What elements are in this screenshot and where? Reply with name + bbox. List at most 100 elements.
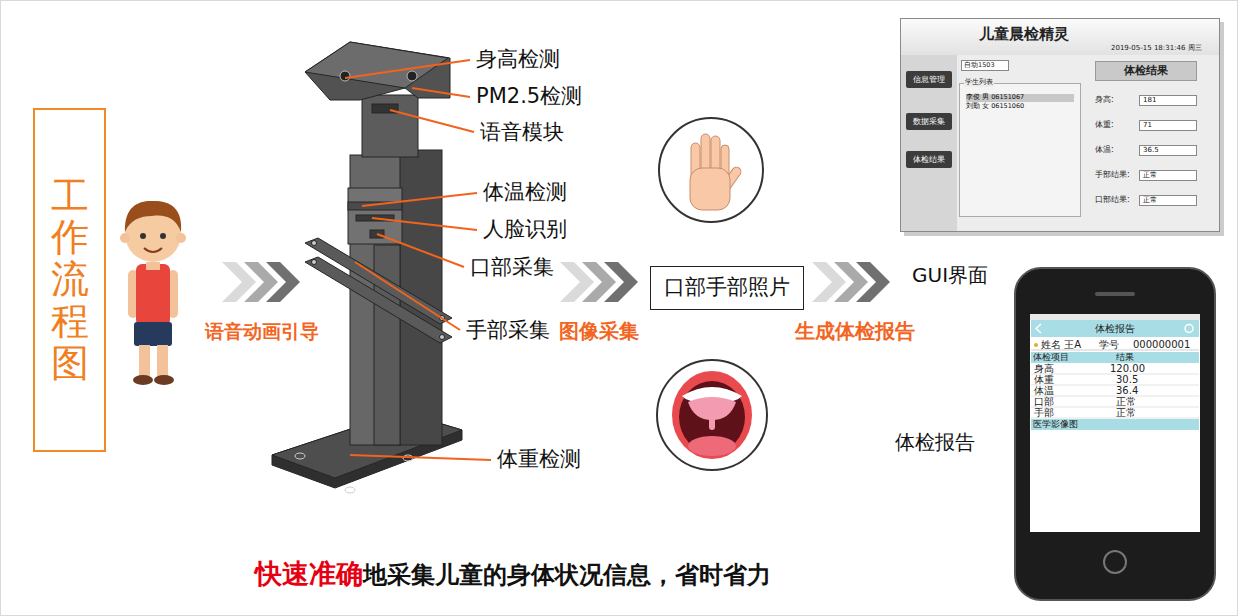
mouth-icon-part <box>657 360 767 470</box>
child-figure-part <box>134 322 172 346</box>
text-label: 正常 <box>1116 396 1136 407</box>
child-figure-part <box>139 345 150 377</box>
device-model-part <box>305 257 452 343</box>
table-header-band: 体检项目结果 <box>1031 352 1199 363</box>
child-figure-part <box>133 375 153 385</box>
text-label: 手部结果: <box>1095 169 1130 180</box>
leader-lines-part <box>362 193 477 206</box>
phone <box>1015 268 1215 600</box>
text-label: 口部采集 <box>470 255 554 280</box>
text-label: 体温: <box>1095 144 1114 155</box>
node-text: 2019-05-15 18:31:46 周三 <box>1111 44 1202 52</box>
flow-chevrons-part <box>604 262 638 302</box>
node-text: 口部手部照片 <box>664 275 790 300</box>
text-label: 语音动画引导 <box>205 320 319 343</box>
text-label: 生成体检报告 <box>795 319 915 343</box>
device-model-part <box>362 95 418 157</box>
student-list: 学生列表李俊 男 06151067刘勤 女 06151060 <box>959 83 1081 217</box>
phone-part <box>1015 268 1215 600</box>
flow-chevrons-part <box>266 262 300 302</box>
text-label: 体温检测 <box>483 180 567 205</box>
photo-box: 口部手部照片 <box>650 266 804 310</box>
menu-button: 体检结果 <box>906 151 952 168</box>
text-label: 语音模块 <box>480 120 564 145</box>
device-model-part <box>295 453 305 459</box>
text-label: 姓名 王A <box>1041 339 1081 350</box>
text-label: 体重: <box>1095 119 1114 130</box>
hand-icon-part <box>659 118 763 222</box>
text-label: 体检报告 <box>895 430 975 454</box>
node-text: 71 <box>1143 121 1152 130</box>
node-text: 信息管理 <box>913 75 945 85</box>
node-text: 学生列表 <box>964 79 994 87</box>
mouth-icon <box>657 360 767 470</box>
node-text: 自动1503 <box>964 61 995 70</box>
device-model-part <box>345 487 355 493</box>
node-text: 体检结果 <box>1124 64 1168 77</box>
text-label: 体重检测 <box>497 447 581 472</box>
menu-button: 信息管理 <box>906 71 952 88</box>
node-text: 结果 <box>1116 352 1134 363</box>
text-label: 口部结果: <box>1095 194 1130 205</box>
node-text: 数据采集 <box>913 117 945 127</box>
node-text: 李俊 男 06151067 <box>966 94 1074 102</box>
device-model <box>272 42 462 493</box>
phone-part <box>1104 551 1126 573</box>
leader-lines-part <box>377 234 464 267</box>
node-text: 体检结果 <box>913 155 945 165</box>
text-label: 身高: <box>1095 94 1114 105</box>
back-icon <box>1036 324 1041 333</box>
value-field: 正常 <box>1139 170 1197 181</box>
report-header-band: 体检报告 <box>1031 320 1199 337</box>
value-field: 71 <box>1139 120 1197 131</box>
leader-lines-part <box>412 88 470 97</box>
child-figure-part <box>146 262 160 270</box>
leader-lines-part <box>355 262 460 330</box>
child-figure-part <box>157 345 168 377</box>
phone-part <box>1030 314 1200 532</box>
text-label: 手部采集 <box>466 318 550 343</box>
child-figure-part <box>160 233 166 239</box>
value-field: 正常 <box>1139 195 1197 206</box>
child-figure-part <box>136 264 170 326</box>
text-label: GUI界面 <box>912 263 988 287</box>
text-label: 人脸识别 <box>483 217 567 242</box>
node-text: 正常 <box>1143 171 1157 180</box>
child-figure-part <box>144 248 162 252</box>
hand-icon-part <box>690 168 730 210</box>
leader-lines-part <box>390 110 474 132</box>
value-field: 36.5 <box>1139 145 1197 156</box>
text-label: 体重 <box>1034 374 1054 385</box>
text-label: 口部 <box>1034 396 1054 407</box>
node-text: 正常 <box>1143 196 1157 205</box>
node-text: 刘勤 女 06151060 <box>966 103 1024 111</box>
text-label: 120.00 <box>1110 363 1145 374</box>
device-model-part <box>440 335 445 340</box>
phone-part <box>1034 343 1038 347</box>
text-label: 000000001 <box>1133 339 1190 350</box>
phone-part <box>1095 292 1135 296</box>
text-label: 36.4 <box>1116 385 1138 396</box>
text-label: 快速准确 <box>255 558 363 590</box>
dropdown: 自动1503 <box>961 60 1009 71</box>
child-figure <box>120 201 186 385</box>
text-label: 图像采集 <box>559 319 639 343</box>
text-label: PM2.5检测 <box>476 84 582 109</box>
leader-lines-part <box>345 60 470 78</box>
child-figure-part <box>176 233 186 243</box>
title-box: 工作流程图 <box>33 108 106 452</box>
menu-button: 数据采集 <box>906 113 952 130</box>
child-figure-part <box>140 233 146 239</box>
image-band: 医学影像图 <box>1031 419 1199 430</box>
node-text: 工作流程图 <box>51 176 89 385</box>
phone-part <box>1031 407 1199 408</box>
child-figure-part <box>154 375 174 385</box>
leader-lines-part <box>372 218 477 230</box>
text-label: 30.5 <box>1116 374 1138 385</box>
result-header: 体检结果 <box>1095 61 1197 81</box>
leader-lines-part <box>350 455 491 460</box>
child-figure-part <box>125 201 181 232</box>
text-label: 正常 <box>1116 407 1136 418</box>
value-field: 181 <box>1139 95 1197 106</box>
node-text: 体检报告 <box>1095 323 1135 335</box>
